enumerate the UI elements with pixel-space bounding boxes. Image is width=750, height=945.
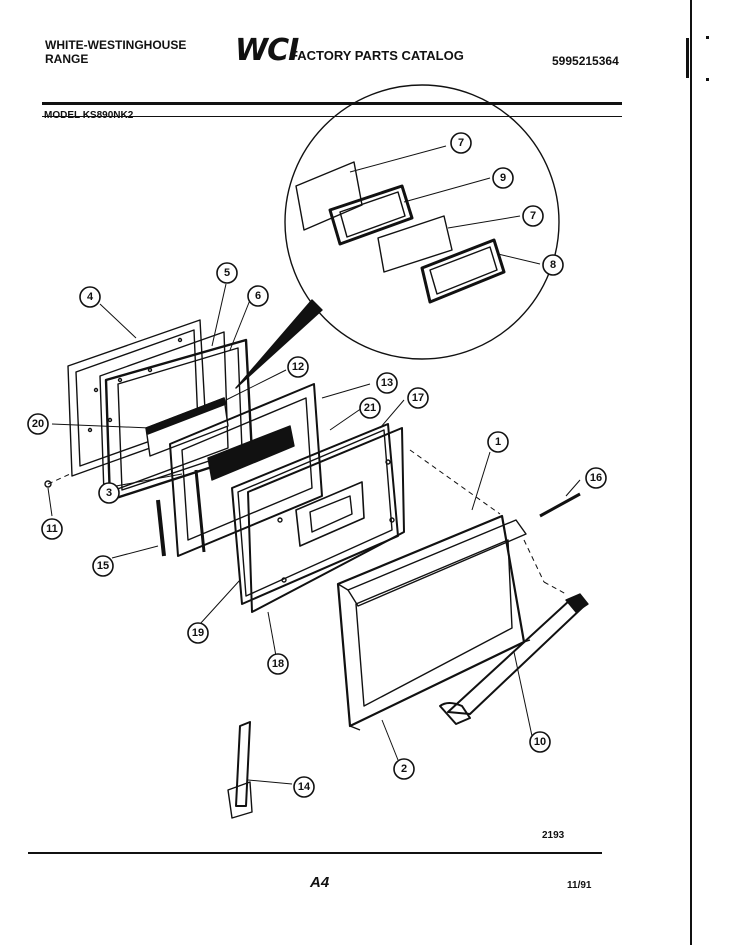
callout-label: 19 — [192, 627, 204, 639]
part-17-outer-glass — [247, 427, 405, 613]
callout-label: 5 — [224, 267, 230, 279]
callout-21-circle — [359, 397, 381, 419]
callout-label: 14 — [298, 781, 311, 793]
callout-20-circle — [27, 413, 49, 435]
detail-gasket-9 — [328, 184, 414, 246]
callout-11-circle — [41, 518, 63, 540]
detail-pointer-wedge — [235, 299, 323, 389]
model-label: MODEL KS890NK2 — [44, 110, 134, 121]
part-number: 5995215364 — [552, 54, 619, 68]
illustration-code: 2193 — [542, 830, 565, 841]
callout-4-circle — [79, 286, 101, 308]
callout-7b-circle — [522, 205, 544, 227]
callout-1-circle — [487, 431, 509, 453]
part-10-handle — [439, 593, 589, 725]
callout-15-circle — [92, 555, 114, 577]
page-edge — [690, 0, 692, 945]
callout-17-circle — [407, 387, 429, 409]
scan-mark — [686, 38, 689, 78]
callout-14-circle — [293, 776, 315, 798]
detail-glass-7b — [377, 215, 453, 273]
part-16-hinge-pin — [539, 492, 581, 518]
callout-leader-lines — [47, 145, 581, 785]
callout-label: 12 — [292, 361, 304, 373]
page-number: A4 — [310, 874, 330, 891]
callout-label: 10 — [534, 736, 546, 748]
callout-label: 1 — [495, 436, 501, 448]
brand-name: WHITE-WESTINGHOUSE — [45, 38, 187, 52]
header-rule-thin — [42, 116, 622, 117]
callout-label: 17 — [412, 392, 424, 404]
callout-label: 3 — [106, 487, 112, 499]
callout-3-circle — [98, 482, 120, 504]
callout-12-circle — [287, 356, 309, 378]
catalog-title: FACTORY PARTS CATALOG — [290, 48, 464, 63]
detail-magnifier-circle — [284, 84, 560, 360]
callout-7a-circle — [450, 132, 472, 154]
callout-label: 11 — [46, 523, 58, 535]
callout-label: 16 — [590, 472, 602, 484]
revision-date: 11/91 — [567, 880, 592, 891]
header-rule — [42, 102, 622, 105]
callout-10-circle — [529, 731, 551, 753]
callout-13-circle — [376, 372, 398, 394]
callout-19-circle — [187, 622, 209, 644]
callout-5-circle — [216, 262, 238, 284]
callout-label: 6 — [255, 290, 261, 302]
callout-label: 7 — [458, 137, 464, 149]
scan-dot — [706, 36, 709, 39]
callout-label: 8 — [550, 259, 556, 271]
part-5-liner — [99, 331, 229, 495]
callout-label: 9 — [500, 172, 506, 184]
callout-18-circle — [267, 653, 289, 675]
part-12-inner-frame — [169, 383, 323, 557]
callout-label: 13 — [381, 377, 393, 389]
callout-16-circle — [585, 467, 607, 489]
part-2-outer-door — [336, 514, 531, 731]
callout-label: 7 — [530, 210, 536, 222]
detail-glass-7a — [295, 161, 363, 231]
part-15-strip — [156, 499, 166, 557]
detail-gasket-8 — [420, 238, 506, 304]
part-4-back-panel — [67, 319, 207, 477]
assembly-guide-lines — [47, 449, 567, 595]
wci-logo: WCI — [235, 33, 299, 68]
callout-label: 20 — [32, 418, 44, 430]
scan-dot — [706, 78, 709, 81]
callout-label: 4 — [87, 291, 94, 303]
callout-2-circle — [393, 758, 415, 780]
callout-label: 15 — [97, 560, 109, 572]
callout-label: 21 — [364, 402, 376, 414]
part-14-hinge — [227, 721, 253, 819]
callout-8-circle — [542, 254, 564, 276]
callout-label: 18 — [272, 658, 284, 670]
callout-9-circle — [492, 167, 514, 189]
brand-block: WHITE-WESTINGHOUSE RANGE — [45, 38, 186, 66]
callout-6-circle — [247, 285, 269, 307]
part-11-screw — [44, 480, 52, 488]
footer-rule — [28, 852, 602, 854]
callout-label: 2 — [401, 763, 407, 775]
product-type: RANGE — [45, 52, 89, 66]
part-20-bracket — [145, 397, 229, 457]
